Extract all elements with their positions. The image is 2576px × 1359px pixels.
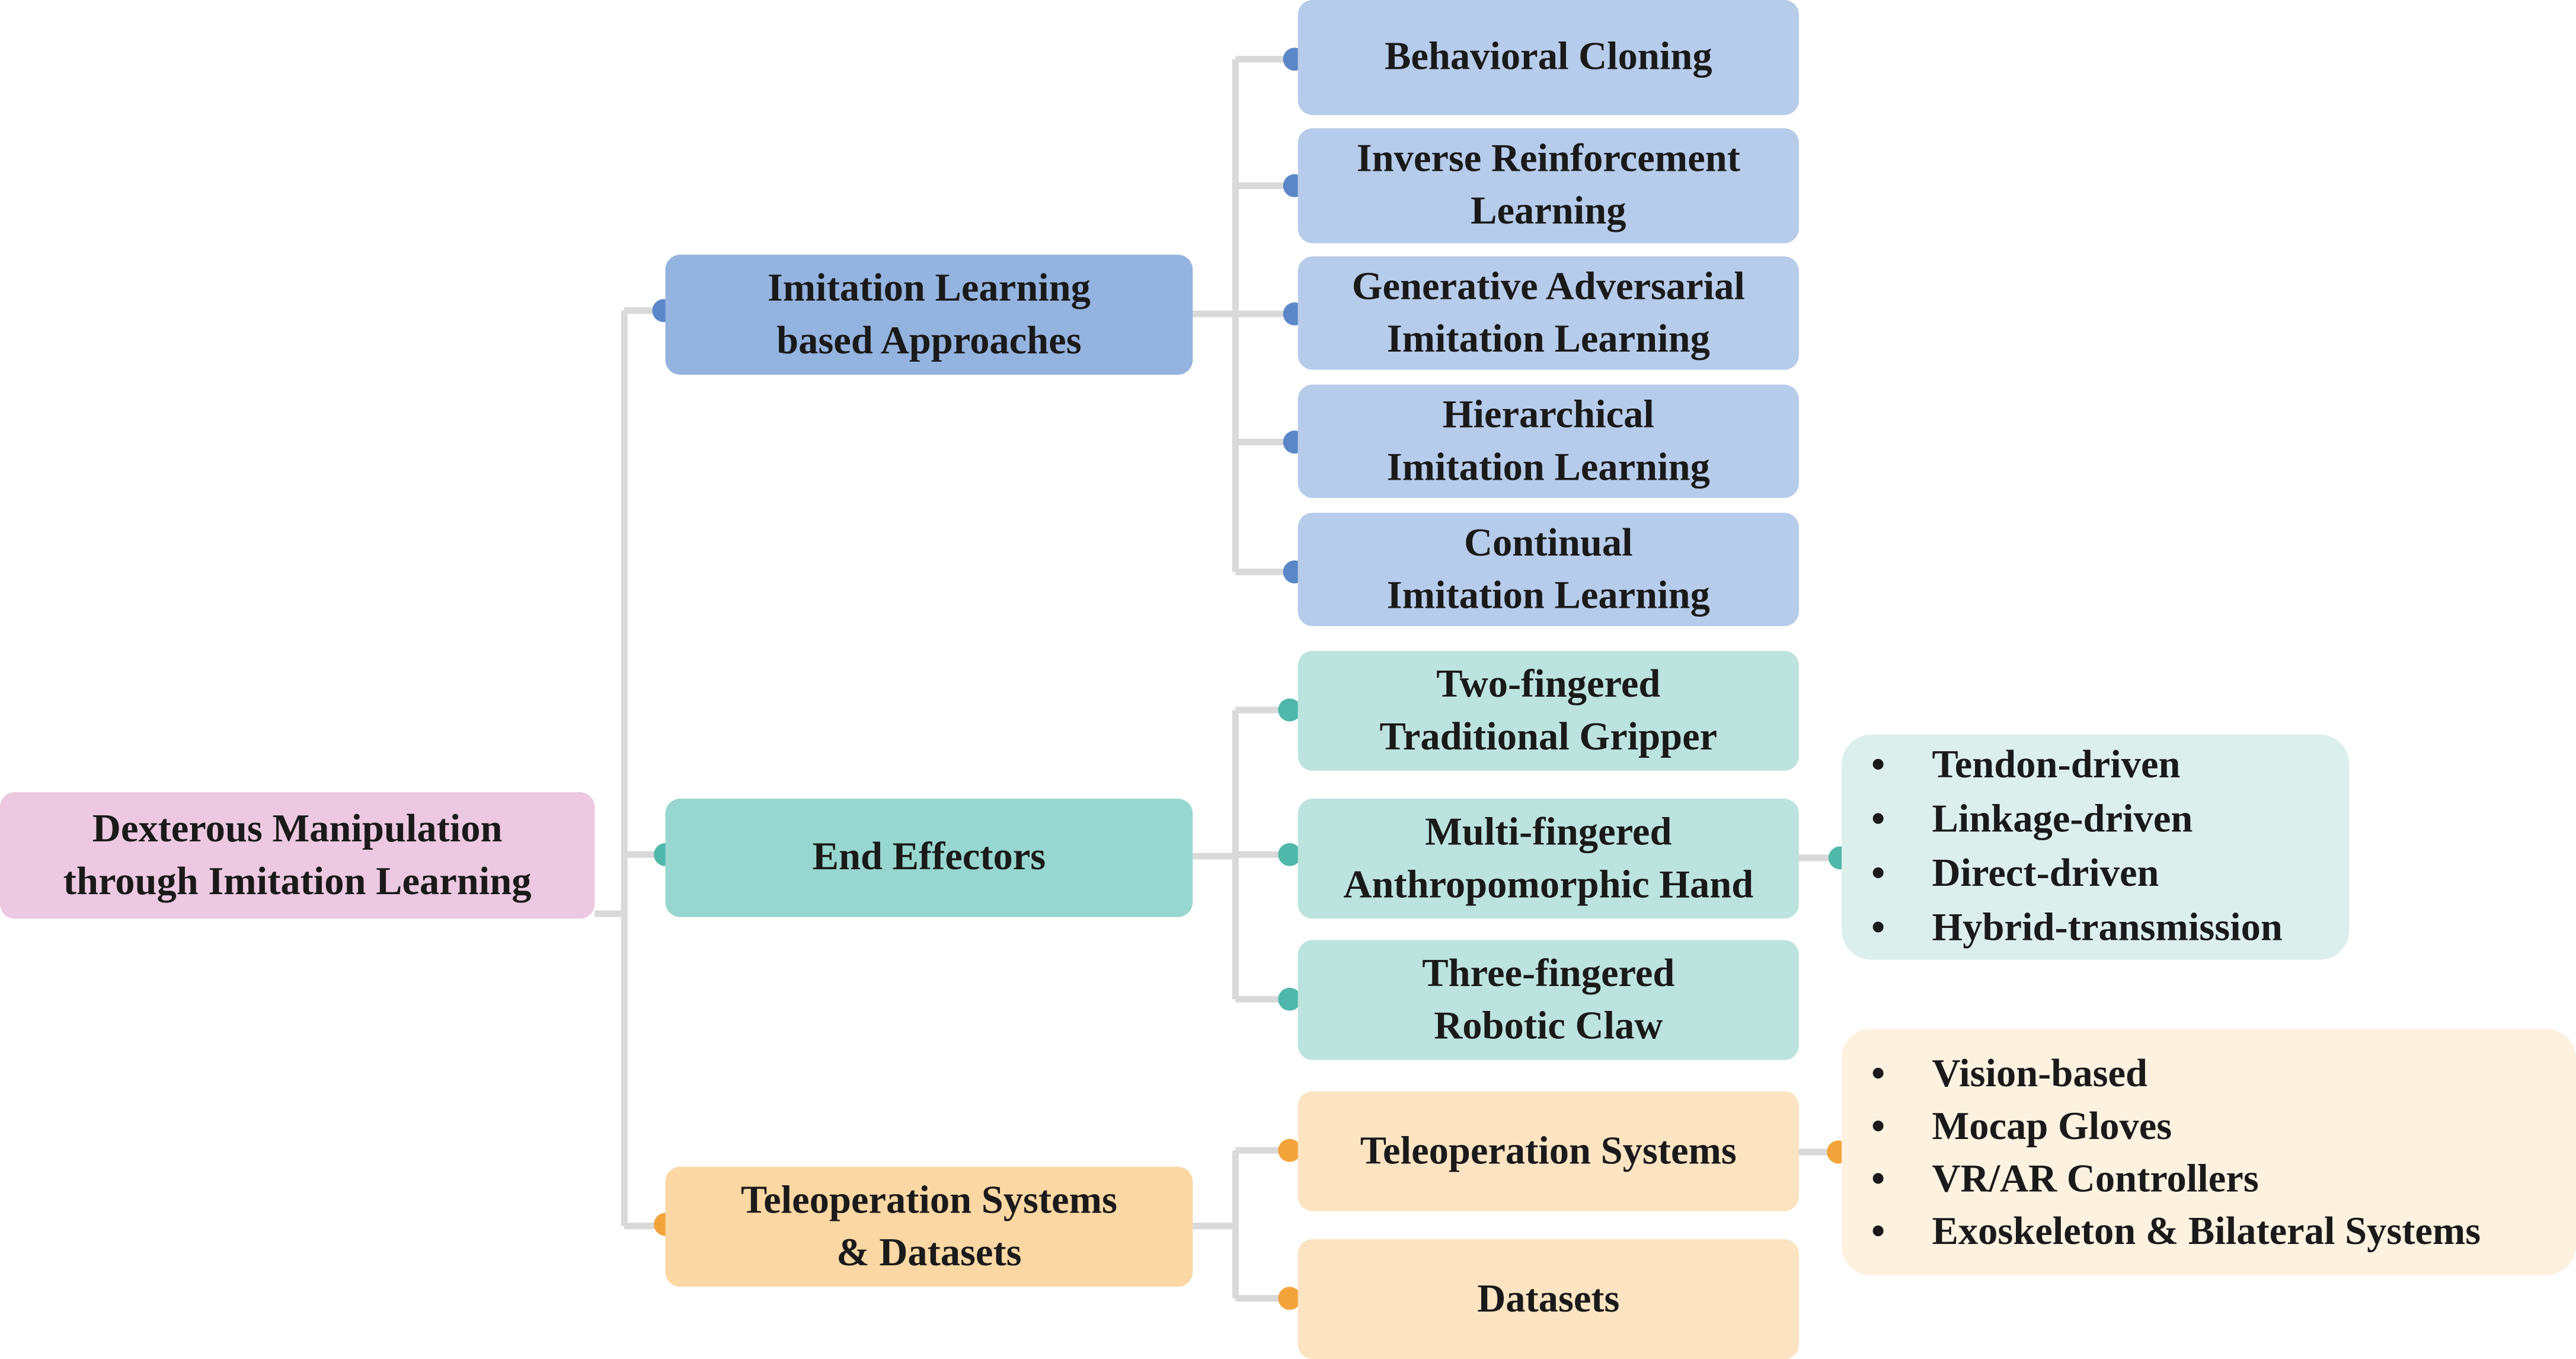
root-label-line2: through Imitation Learning — [63, 860, 532, 904]
leaf-cil-line2: Imitation Learning — [1386, 574, 1710, 617]
leaf-two-fingered-gripper: Two-fingered Traditional Gripper — [1297, 650, 1800, 771]
leaf-hil-line1: Hierarchical — [1442, 393, 1654, 436]
leaf-cil-line1: Continual — [1463, 522, 1633, 565]
leaf-datasets-line1: Datasets — [1477, 1277, 1620, 1321]
leaf-irl-line1: Inverse Reinforcement — [1356, 138, 1740, 181]
root-label-line1: Dexterous Manipulation — [92, 808, 503, 851]
branch-end-effectors: End Effectors — [665, 799, 1193, 917]
branch-teleoperation-line1: Teleoperation Systems — [740, 1179, 1117, 1222]
leaf-two-fingered-line1: Two-fingered — [1436, 663, 1661, 706]
branch-end-effectors-label: End Effectors — [812, 836, 1046, 879]
leaf-teleop-systems-line1: Teleoperation Systems — [1360, 1130, 1737, 1173]
hand-type-item: Hybrid-transmission — [1842, 902, 2349, 956]
branch-imitation-line2: based Approaches — [776, 320, 1082, 363]
teleop-types-list: Vision-based Mocap Gloves VR/AR Controll… — [1842, 1029, 2576, 1275]
leaf-gail-line1: Generative Adversarial — [1351, 265, 1745, 308]
leaf-dot-multi-fingered — [1278, 843, 1302, 866]
leaf-multi-fingered-line1: Multi-fingered — [1425, 811, 1672, 854]
hand-type-item: Linkage-driven — [1842, 794, 2349, 848]
branch-imitation-learning: Imitation Learning based Approaches — [665, 254, 1193, 375]
leaf-dot-two-fingered — [1278, 698, 1302, 722]
leaf-hierarchical-il: Hierarchical Imitation Learning — [1297, 384, 1800, 498]
leaf-continual-il: Continual Imitation Learning — [1297, 512, 1800, 627]
teleop-type-item: Exoskeleton & Bilateral Systems — [1842, 1206, 2576, 1259]
leaf-dot-three-fingered — [1278, 987, 1302, 1011]
teleop-type-item: Vision-based — [1842, 1048, 2576, 1101]
hand-type-item: Tendon-driven — [1842, 739, 2349, 793]
leaf-teleoperation-systems: Teleoperation Systems — [1297, 1091, 1800, 1211]
leaf-generative-adversarial-il: Generative Adversarial Imitation Learnin… — [1297, 256, 1800, 370]
leaf-multi-fingered-hand: Multi-fingered Anthropomorphic Hand — [1297, 799, 1800, 919]
leaf-inverse-reinforcement-learning: Inverse Reinforcement Learning — [1297, 128, 1800, 244]
leaf-three-fingered-line2: Robotic Claw — [1434, 1004, 1663, 1048]
leaf-irl-line2: Learning — [1471, 190, 1626, 234]
leaf-behavioral-cloning: Behavioral Cloning — [1297, 0, 1800, 116]
branch-teleoperation-line2: & Datasets — [836, 1232, 1022, 1275]
leaf-multi-fingered-line2: Anthropomorphic Hand — [1343, 863, 1754, 907]
branch-teleoperation: Teleoperation Systems & Datasets — [665, 1166, 1193, 1287]
root-node: Dexterous Manipulation through Imitation… — [0, 792, 595, 919]
teleop-type-item: VR/AR Controllers — [1842, 1154, 2576, 1207]
leaf-gail-line2: Imitation Learning — [1386, 318, 1710, 361]
leaf-dot-teleop-systems — [1278, 1138, 1302, 1162]
hand-types-list: Tendon-driven Linkage-driven Direct-driv… — [1842, 734, 2350, 960]
leaf-three-fingered-line1: Three-fingered — [1422, 952, 1675, 996]
leaf-dot-datasets — [1278, 1287, 1302, 1310]
branch-imitation-line1: Imitation Learning — [767, 267, 1091, 310]
leaf-three-fingered-claw: Three-fingered Robotic Claw — [1297, 940, 1800, 1060]
leaf-bc-line1: Behavioral Cloning — [1385, 36, 1712, 79]
leaf-datasets: Datasets — [1297, 1239, 1800, 1359]
hand-type-item: Direct-driven — [1842, 848, 2349, 902]
teleop-type-item: Mocap Gloves — [1842, 1101, 2576, 1154]
leaf-hil-line2: Imitation Learning — [1386, 446, 1710, 489]
leaf-two-fingered-line2: Traditional Gripper — [1379, 716, 1718, 759]
